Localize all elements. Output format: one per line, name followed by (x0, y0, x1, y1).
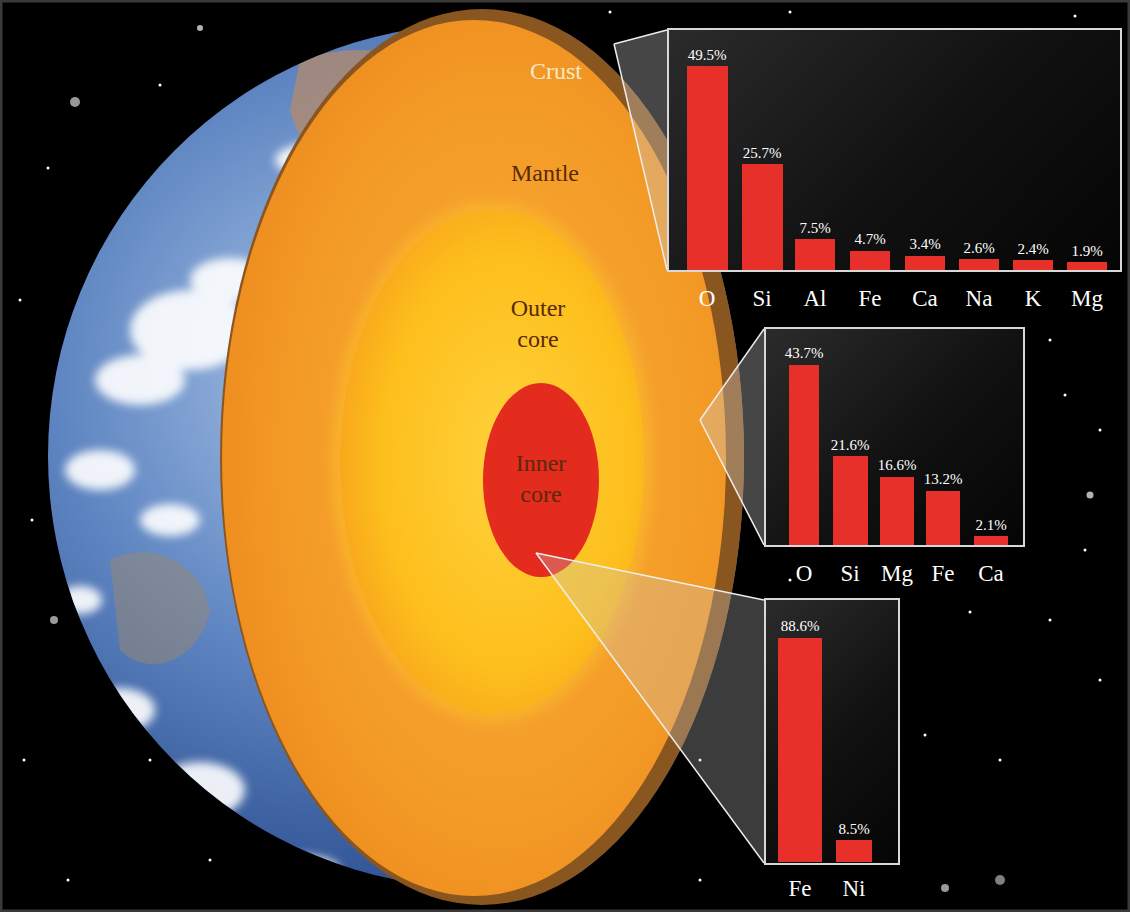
percentage-bar (880, 477, 914, 545)
percentage-bar (778, 638, 822, 862)
percentage-value: 13.2% (924, 471, 963, 488)
percentage-bar (795, 239, 835, 270)
percentage-value: 2.6% (963, 240, 994, 257)
percentage-value: 43.7% (785, 345, 824, 362)
element-symbol: Fe (789, 876, 812, 901)
percentage-value: 7.5% (799, 220, 830, 237)
element-symbol: Mg (881, 561, 913, 586)
percentage-value: 3.4% (909, 236, 940, 253)
element-symbol: Mg (1071, 286, 1103, 311)
element-symbol: Ca (912, 286, 938, 311)
percentage-bar (974, 536, 1008, 545)
element-symbol: O (699, 286, 716, 311)
percentage-value: 25.7% (743, 145, 782, 162)
element-symbol: Ni (843, 876, 866, 901)
composition-panel: 88.6%Fe8.5%Ni (764, 598, 900, 865)
inner-core-layer (483, 383, 599, 577)
percentage-value: 21.6% (831, 437, 870, 454)
percentage-value: 2.1% (975, 517, 1006, 534)
composition-panel: 43.7%O21.6%Si16.6%Mg13.2%Fe2.1%Ca (764, 327, 1025, 547)
element-symbol: Si (840, 561, 859, 586)
layer-label: Crust (506, 56, 606, 87)
composition-panel: 49.5%O25.7%Si7.5%Al4.7%Fe3.4%Ca2.6%Na2.4… (667, 28, 1122, 272)
percentage-value: 49.5% (688, 47, 727, 64)
mantle-layer (222, 20, 726, 896)
layer-label: Inner core (505, 448, 577, 510)
element-symbol: Na (966, 286, 993, 311)
element-symbol: Si (752, 286, 771, 311)
element-symbol: Fe (859, 286, 882, 311)
percentage-value: 4.7% (854, 231, 885, 248)
element-symbol: O (796, 561, 813, 586)
percentage-bar (687, 66, 728, 270)
element-symbol: Fe (932, 561, 955, 586)
element-symbol: Ca (978, 561, 1004, 586)
layer-label: Outer core (492, 293, 584, 355)
percentage-value: 88.6% (781, 618, 820, 635)
element-symbol: Al (804, 286, 827, 311)
percentage-bar (742, 164, 783, 270)
percentage-bar (926, 491, 960, 545)
percentage-bar (789, 365, 819, 545)
percentage-bar (959, 259, 999, 270)
percentage-bar (850, 251, 890, 270)
percentage-bar (833, 456, 868, 545)
percentage-bar (1013, 260, 1053, 270)
crust-rim (220, 9, 744, 905)
percentage-bar (905, 256, 945, 270)
percentage-bar (1067, 262, 1107, 270)
percentage-value: 1.9% (1071, 243, 1102, 260)
percentage-value: 16.6% (878, 457, 917, 474)
percentage-value: 2.4% (1017, 241, 1048, 258)
percentage-bar (836, 840, 872, 862)
layer-label: Mantle (480, 158, 610, 189)
element-symbol: K (1025, 286, 1042, 311)
percentage-value: 8.5% (838, 821, 869, 838)
